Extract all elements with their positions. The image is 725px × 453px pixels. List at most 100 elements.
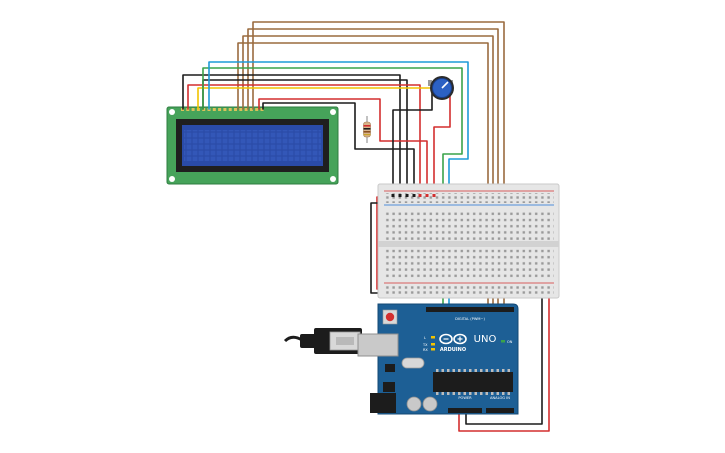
wire-brown-d2 <box>247 28 499 311</box>
lcd-mount-hole <box>169 109 175 115</box>
chip-pin <box>485 369 488 372</box>
atmega328-chip <box>433 372 513 392</box>
analog-header-label: ANALOG IN <box>490 396 510 400</box>
usb-b-port <box>357 333 399 357</box>
breadboard-center-channel <box>378 241 559 247</box>
led-tx <box>431 343 435 346</box>
reset-button <box>385 312 395 322</box>
lcd-pin <box>249 108 253 111</box>
analog-header <box>486 408 514 413</box>
lcd-pin <box>191 108 195 111</box>
led-on <box>501 340 505 343</box>
wire-brown-d4 <box>237 42 489 311</box>
chip-pin <box>469 392 472 395</box>
chip-pin <box>441 369 444 372</box>
lcd-pin <box>255 108 259 111</box>
digital-header-label: DIGITAL (PWM~) <box>455 317 485 321</box>
wire-black-pot <box>392 81 433 197</box>
chip-pin <box>496 369 499 372</box>
chip-pin <box>485 392 488 395</box>
wire-brown-d1 <box>252 21 505 311</box>
wire-black-lcd-gnd <box>182 74 401 197</box>
chip-pin <box>452 369 455 372</box>
led-on-label: ON <box>507 340 513 344</box>
led-l <box>431 336 435 339</box>
chip-pin <box>480 369 483 372</box>
digital-header <box>426 307 514 312</box>
chip-pin <box>480 392 483 395</box>
arduino-brand: ARDUINO <box>440 347 466 353</box>
capacitor <box>422 396 438 412</box>
chip-pin <box>436 369 439 372</box>
chip-pins <box>436 369 510 395</box>
led-tx-label: TX <box>422 343 428 347</box>
chip-pin <box>463 369 466 372</box>
voltage-regulator <box>383 382 395 392</box>
wire-red-5v <box>458 288 550 432</box>
wire-red-backlight <box>258 98 428 197</box>
wire-black-backlight <box>262 102 415 197</box>
lcd-module <box>166 106 339 185</box>
chip-pin <box>502 369 505 372</box>
resistor <box>363 116 371 143</box>
wire-brown-d3 <box>242 35 494 311</box>
chip-pin <box>507 392 510 395</box>
wires <box>182 21 550 432</box>
lcd-pin <box>212 108 216 111</box>
lcd-mount-hole <box>169 176 175 182</box>
arduino-model: UNO <box>474 334 497 345</box>
breadboard-bottom-rail <box>384 285 554 295</box>
lcd-pin <box>202 108 206 111</box>
lcd-pin <box>218 108 222 111</box>
wire-yellow-contrast <box>197 87 434 110</box>
usb-cable <box>283 328 362 354</box>
dc-barrel-jack <box>370 393 396 413</box>
chip-pin <box>463 392 466 395</box>
wire-endpoints <box>391 194 436 197</box>
potentiometer-knob-indicator <box>441 81 449 89</box>
smd-chip <box>385 364 395 372</box>
arduino-uno: ARDUINO UNO DIGITAL (PWM~) L TX RX ON PO… <box>357 303 519 415</box>
lcd-mount-hole <box>330 176 336 182</box>
chip-pin <box>469 369 472 372</box>
lcd-pin <box>223 108 227 111</box>
arduino-logo <box>439 333 467 345</box>
chip-pin <box>502 392 505 395</box>
lcd-pin <box>234 108 237 111</box>
breadboard-terminal-strip-bottom <box>384 249 554 280</box>
lcd-pin <box>260 108 264 111</box>
potentiometer <box>428 76 454 100</box>
lcd-mount-hole <box>330 109 336 115</box>
chip-pin <box>491 392 494 395</box>
breadboard <box>377 183 560 299</box>
lcd-character-grid <box>184 130 321 161</box>
led-rx-label: RX <box>423 348 428 352</box>
chip-pin <box>447 369 450 372</box>
chip-pin <box>458 392 461 395</box>
chip-pin <box>507 369 510 372</box>
breadboard-top-rail <box>384 193 554 203</box>
chip-pin <box>496 392 499 395</box>
crystal-oscillator <box>401 357 425 369</box>
chip-pin <box>441 392 444 395</box>
chip-pin <box>452 392 455 395</box>
chip-pin <box>491 369 494 372</box>
chip-pin <box>436 392 439 395</box>
lcd-pin <box>244 108 248 111</box>
led-rx <box>431 348 435 351</box>
wire-green-rs <box>202 67 463 311</box>
breadboard-terminal-strip-top <box>384 209 554 240</box>
wire-black-gnd <box>465 291 543 425</box>
capacitor <box>406 396 422 412</box>
lcd-pin <box>239 108 243 111</box>
chip-pin <box>474 369 477 372</box>
led-l-label: L <box>424 336 426 340</box>
wire-red-pot <box>433 81 451 197</box>
chip-pin <box>447 392 450 395</box>
chip-pin <box>458 369 461 372</box>
power-header <box>448 408 482 413</box>
chip-pin <box>474 392 477 395</box>
power-header-label: POWER <box>458 396 472 400</box>
lcd-pin <box>228 108 232 111</box>
